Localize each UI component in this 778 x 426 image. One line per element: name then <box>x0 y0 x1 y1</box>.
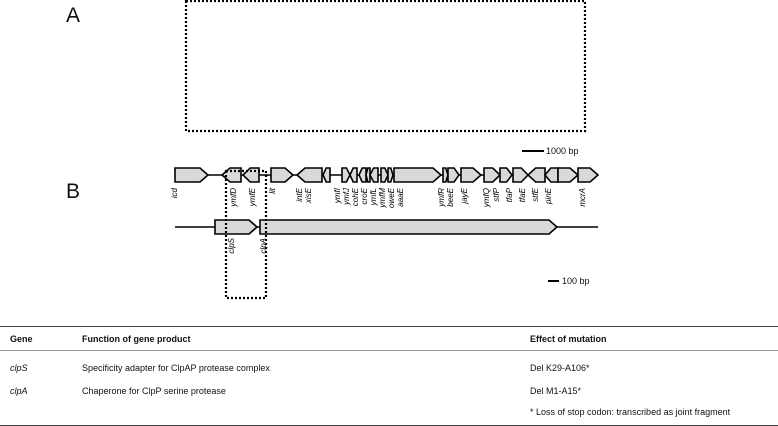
gene-label-lit: lit <box>268 187 277 194</box>
gene-ymfJ <box>349 167 358 183</box>
gene-cohE <box>358 167 367 183</box>
gene-label-ymfM: ymfM <box>378 188 387 209</box>
gene-label-clpS: clpS <box>227 237 236 253</box>
panel-a-scale-label: 1000 bp <box>546 146 579 156</box>
gene-label-ymfD: ymfD <box>229 188 238 208</box>
gene-ymfQ <box>483 167 502 183</box>
table-top-rule <box>0 326 778 327</box>
gene-clpS <box>214 219 259 235</box>
gene-label-intE: intE <box>295 187 304 201</box>
gene-label-cohE: cohE <box>351 187 360 206</box>
table-row: clpS Specificity adapter for ClpAP prote… <box>0 363 778 377</box>
gene-label-croE: croE <box>360 187 369 204</box>
panel-b-label: B <box>66 180 81 203</box>
gene-label-ymfR: ymfR <box>437 188 446 208</box>
gene-label-stfP: stfP <box>492 187 501 201</box>
gene-label-tfaP: tfaP <box>505 187 514 202</box>
gene-cell: clpS <box>10 363 28 373</box>
gene-label-icd: icd <box>170 187 179 198</box>
effect-cell: Del M1-A15* <box>530 386 582 396</box>
panel-a-label: A <box>66 4 81 27</box>
gene-label-pinE: pinE <box>544 187 553 205</box>
header-function: Function of gene product <box>82 334 191 344</box>
gene-ymfM <box>380 167 389 183</box>
table-header-rule <box>0 350 778 351</box>
gene-croE <box>365 167 371 183</box>
gene-label-ymfL: ymfL <box>369 188 378 206</box>
function-cell: Chaperone for ClpP serine protease <box>82 386 226 396</box>
gene-aaaE <box>393 167 443 183</box>
header-gene: Gene <box>10 334 33 344</box>
gene-stfE <box>543 167 559 183</box>
gene-label-ymfQ: ymfQ <box>482 188 491 208</box>
effect-cell: Del K29-A106* <box>530 363 590 373</box>
gene-tfaE <box>526 167 546 183</box>
gene-ymfR <box>442 167 449 183</box>
gene-label-ymfI: ymfI <box>333 187 342 204</box>
gene-label-stfE: stfE <box>531 187 540 201</box>
gene-tfaP <box>512 167 530 183</box>
footnote-text: * Loss of stop codon: transcribed as joi… <box>530 407 731 417</box>
panel-b-selection-box <box>224 169 268 300</box>
gene-pinE <box>557 167 580 183</box>
panel-a-selection-box <box>184 0 587 133</box>
gene-mcrA <box>577 167 600 183</box>
header-effect: Effect of mutation <box>530 334 607 344</box>
gene-label-aaaE: aaaE <box>396 187 405 206</box>
gene-xisE <box>322 167 331 183</box>
gene-label-tfaE: tfaE <box>518 187 527 202</box>
gene-cell: clpA <box>10 386 28 396</box>
gene-label-clpA: clpA <box>259 238 268 254</box>
gene-label-mcrA: mcrA <box>578 188 587 207</box>
gene-label-jayE: jayE <box>460 187 469 204</box>
gene-label-ymfJ: ymfJ <box>342 187 351 206</box>
gene-lit <box>270 167 295 183</box>
gene-label-oweE: oweE <box>387 187 396 208</box>
table-footnote: * Loss of stop codon: transcribed as joi… <box>0 407 778 421</box>
table-row: clpA Chaperone for ClpP serine protease … <box>0 386 778 400</box>
table-header: Gene Function of gene product Effect of … <box>0 334 778 348</box>
gene-ymfL <box>369 167 379 183</box>
gene-ymfI <box>341 167 351 183</box>
gene-label-xisE: xisE <box>304 187 313 204</box>
gene-icd <box>174 167 210 183</box>
gene-beeE <box>447 167 460 183</box>
gene-oweE <box>387 167 394 183</box>
gene-label-beeE: beeE <box>446 187 455 206</box>
gene-intE <box>295 167 323 183</box>
gene-label-ymfE: ymfE <box>248 187 257 207</box>
panel-b-scale-label: 100 bp <box>562 276 590 286</box>
function-cell: Specificity adapter for ClpAP protease c… <box>82 363 270 373</box>
gene-clpA <box>259 219 559 235</box>
gene-stfP <box>499 167 514 183</box>
gene-jayE <box>460 167 483 183</box>
